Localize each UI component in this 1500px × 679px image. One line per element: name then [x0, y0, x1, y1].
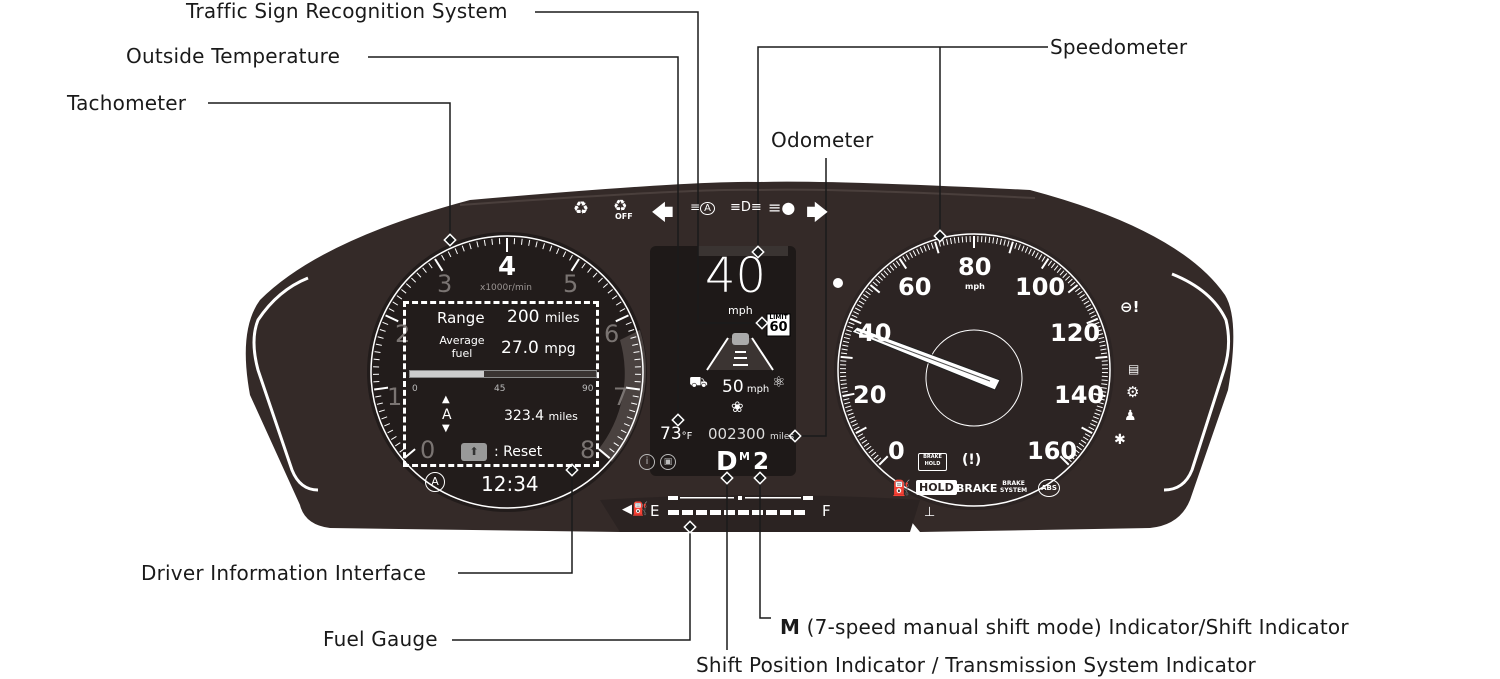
- traction-control-icon: ♻: [573, 198, 590, 219]
- range-value: 200 miles: [507, 307, 580, 327]
- scroll-up-icon[interactable]: ▲: [442, 394, 450, 405]
- power-steering-icon: ⊖!: [1120, 298, 1140, 316]
- callout-fuel-gauge: Fuel Gauge: [323, 627, 438, 651]
- leader-endpoints: [443, 229, 947, 534]
- speedometer-needle: [851, 326, 1001, 391]
- callout-speedometer: Speedometer: [1050, 35, 1188, 59]
- callout-m-indicator: M (7-speed manual shift mode) Indicator/…: [780, 615, 1349, 639]
- traffic-sign-recognition: LIMIT 60: [769, 314, 788, 335]
- fuel-gauge-bars: [668, 496, 813, 515]
- callout-shift-position-indicator: Shift Position Indicator / Transmission …: [696, 653, 1256, 677]
- right-turn-signal-icon: 🡆: [806, 201, 829, 226]
- digital-speed: 40: [705, 248, 767, 304]
- callout-outside-temperature: Outside Temperature: [126, 44, 341, 68]
- auto-high-beam-icon: ≡A: [690, 200, 715, 215]
- average-fuel-value: 27.0 mpg: [501, 338, 576, 358]
- tire-pressure-icon: (!): [962, 452, 982, 468]
- auto-idle-stop-icon: A: [425, 472, 445, 492]
- outside-temperature: 73°F: [660, 424, 693, 444]
- info-icon: i: [639, 454, 655, 470]
- trip-meter-value: 323.4 miles: [504, 408, 578, 424]
- check-engine-icon: ⚙: [1126, 383, 1140, 401]
- top-indicator-strip: ♻ ♻ OFF 🡄 ≡A ≡D≡ ≡● 🡆: [573, 196, 833, 226]
- high-beam-icon: ≡●: [768, 198, 796, 217]
- adaptive-cruise-icon: ⛟: [689, 373, 708, 391]
- speed-limit-sign: [766, 313, 791, 337]
- reset-button-icon[interactable]: ⬆: [461, 443, 487, 461]
- coolant-temp-icon: ⊥: [924, 505, 936, 520]
- leader-lines: [208, 11, 1048, 650]
- abs-indicator: ABS: [1038, 479, 1060, 497]
- seat-belt-icon: ♟: [1124, 408, 1137, 424]
- acc-set-speed: 50 mph: [722, 377, 770, 397]
- manual-mode-indicator: M: [739, 450, 750, 463]
- lane-keep-assist-icon: ⚛: [772, 373, 786, 391]
- airbag-icon: ✱: [1114, 432, 1126, 448]
- odometer: 002300 miles: [708, 425, 795, 443]
- low-fuel-icon: ⛽: [892, 479, 911, 497]
- callout-driver-information-interface: Driver Information Interface: [141, 561, 427, 585]
- clock: 12:34: [481, 472, 539, 496]
- callout-tachometer: Tachometer: [67, 91, 187, 115]
- traction-control-off-icon: ♻: [613, 196, 628, 215]
- right-accent-arc: [1163, 272, 1231, 492]
- callout-traffic-sign-recognition: Traffic Sign Recognition System: [186, 0, 508, 23]
- charging-system-icon: ▤: [1128, 362, 1140, 376]
- brake-warning-indicator: BRAKE: [956, 482, 998, 495]
- door-open-icon: ▣: [660, 454, 676, 470]
- trip-meter-label: A: [442, 407, 452, 423]
- status-dot: [833, 278, 843, 288]
- left-turn-signal-icon: 🡄: [651, 201, 674, 226]
- auto-brake-hold-indicator: HOLD: [916, 480, 957, 495]
- low-beam-icon: ≡D≡: [730, 200, 762, 215]
- shift-position-indicator: D: [716, 447, 738, 477]
- digital-speed-unit: mph: [728, 304, 753, 317]
- reset-label: : Reset: [494, 444, 543, 460]
- gear-indicator: 2: [753, 449, 770, 475]
- scroll-down-icon[interactable]: ▼: [442, 423, 450, 434]
- eco-leaf-icon: ❀: [731, 398, 744, 416]
- fuel-empty-label: E: [650, 502, 660, 520]
- fuel-full-label: F: [822, 502, 831, 520]
- left-accent-arc: [252, 276, 319, 492]
- fuel-pump-icon: ◀⛽: [622, 502, 649, 517]
- lane-keep-graphic: [706, 333, 774, 371]
- range-label: Range: [437, 309, 485, 327]
- callout-odometer: Odometer: [771, 128, 874, 152]
- fuel-economy-bar: [409, 370, 597, 378]
